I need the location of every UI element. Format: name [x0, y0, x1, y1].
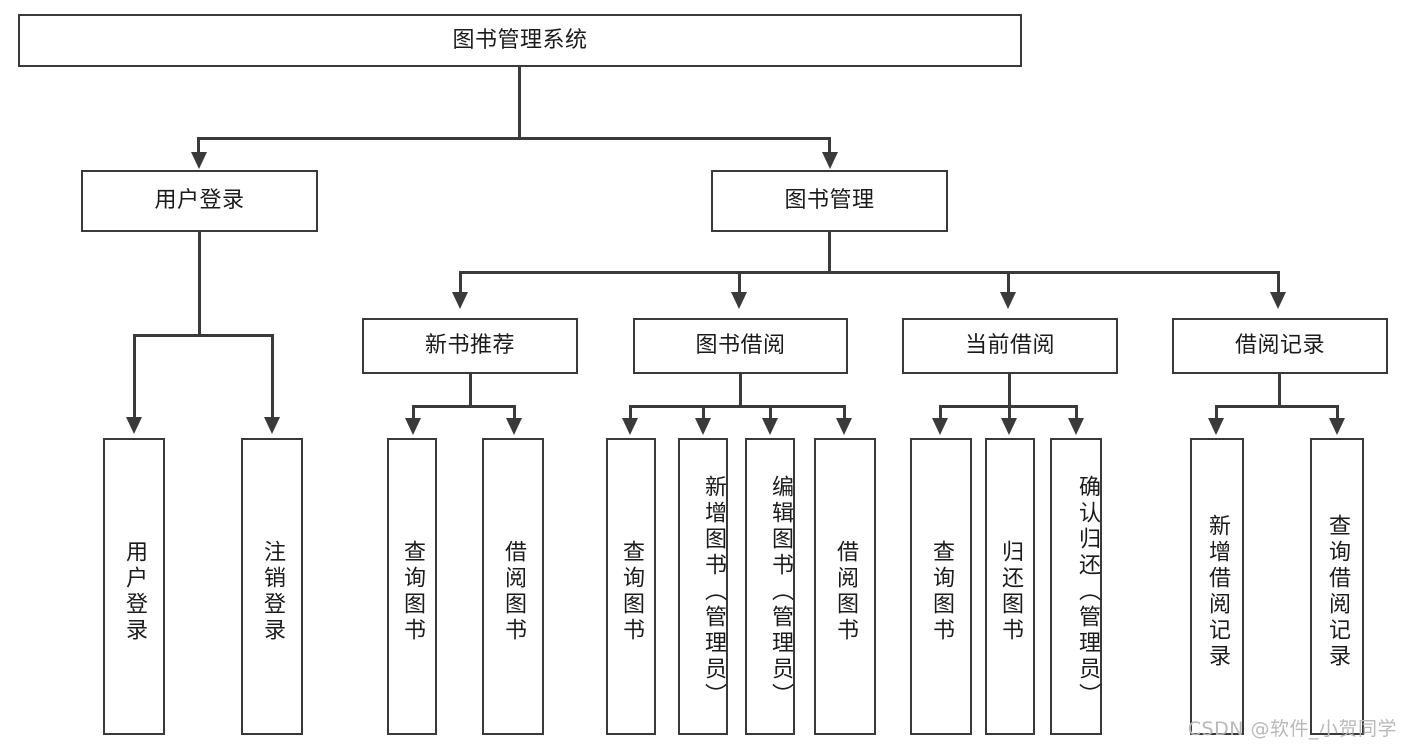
node-book-borrow[interactable]: 图书借阅	[633, 318, 848, 374]
node-leaf-borrow-book-2[interactable]: 借阅图书	[814, 438, 876, 735]
connector-br-to-leaf1	[1215, 405, 1218, 421]
connector-cb-to-leaf2	[1008, 405, 1011, 421]
arrowhead-leaf-add-record	[1208, 418, 1224, 435]
node-leaf-query-book-2[interactable]: 查询图书	[606, 438, 656, 735]
node-book-borrow-label: 图书借阅	[695, 333, 786, 359]
arrowhead-leaf-query-book-2	[622, 418, 638, 435]
node-leaf-add-record-label: 新增借阅记录	[1204, 513, 1230, 670]
node-leaf-return-book[interactable]: 归还图书	[985, 438, 1035, 735]
node-leaf-edit-book[interactable]: 编辑图书（管理员）	[745, 438, 795, 735]
arrowhead-leaf-query-book-3	[932, 418, 948, 435]
connector-nb-to-leaf1	[412, 405, 415, 421]
arrowhead-leaf-borrow-book-1	[506, 418, 522, 435]
connector-book-borrow-bus	[629, 405, 845, 408]
node-leaf-query-record[interactable]: 查询借阅记录	[1310, 438, 1364, 735]
node-root[interactable]: 图书管理系统	[18, 14, 1022, 67]
node-current-borrow-label: 当前借阅	[964, 333, 1055, 359]
node-leaf-user-login-label: 用户登录	[121, 539, 147, 644]
arrowhead-user-login	[191, 152, 207, 169]
connector-user-login-bus	[133, 334, 273, 337]
arrowhead-leaf-edit-book	[762, 418, 778, 435]
connector-current-borrow-stem	[1008, 374, 1011, 408]
watermark-text: CSDN @软件_小贺同学	[1187, 718, 1397, 740]
arrowhead-book-manage	[822, 152, 838, 169]
node-leaf-user-logout[interactable]: 注销登录	[241, 438, 303, 735]
connector-borrow-record-stem	[1278, 374, 1281, 408]
arrowhead-new-book-rec	[452, 292, 468, 309]
arrowhead-leaf-query-record	[1329, 418, 1345, 435]
node-leaf-borrow-book-1[interactable]: 借阅图书	[482, 438, 544, 735]
node-leaf-add-record[interactable]: 新增借阅记录	[1190, 438, 1244, 735]
arrowhead-borrow-record	[1270, 292, 1286, 309]
connector-book-manage-stem	[828, 232, 831, 274]
node-leaf-query-book-3[interactable]: 查询图书	[910, 438, 972, 735]
node-leaf-edit-book-label: 编辑图书（管理员）	[768, 474, 793, 709]
connector-cb-to-leaf3	[1075, 405, 1078, 421]
node-leaf-query-book-2-label: 查询图书	[618, 539, 644, 644]
node-root-label: 图书管理系统	[452, 27, 588, 53]
node-leaf-query-book-3-label: 查询图书	[928, 539, 954, 644]
arrowhead-current-borrow	[1000, 292, 1016, 309]
connector-book-borrow-stem	[739, 374, 742, 408]
node-user-login[interactable]: 用户登录	[81, 170, 318, 232]
connector-cb-to-leaf1	[939, 405, 942, 421]
node-leaf-borrow-book-1-label: 借阅图书	[500, 539, 526, 644]
connector-user-login-stem	[198, 232, 201, 337]
node-user-login-label: 用户登录	[154, 188, 245, 214]
connector-bb-to-leaf1	[629, 405, 632, 421]
connector-bm-to-current-borrow	[1007, 271, 1010, 295]
connector-user-login-to-leaf1	[133, 334, 136, 420]
arrowhead-leaf-user-login	[126, 417, 142, 434]
node-new-book-rec-label: 新书推荐	[424, 333, 515, 359]
connector-bm-to-new-book	[459, 271, 462, 295]
arrowhead-leaf-add-book	[695, 418, 711, 435]
connector-root-stem	[518, 67, 521, 139]
arrowhead-leaf-confirm-return	[1068, 418, 1084, 435]
connector-bb-to-leaf4	[843, 405, 846, 421]
node-book-manage[interactable]: 图书管理	[711, 170, 948, 232]
node-new-book-rec[interactable]: 新书推荐	[362, 318, 578, 374]
arrowhead-book-borrow	[731, 292, 747, 309]
connector-user-login-to-leaf2	[271, 334, 274, 420]
node-leaf-query-book-1-label: 查询图书	[399, 539, 425, 644]
node-leaf-query-book-1[interactable]: 查询图书	[387, 438, 437, 735]
connector-book-manage-bus	[459, 271, 1279, 274]
node-leaf-user-logout-label: 注销登录	[259, 539, 285, 644]
connector-new-book-bus	[412, 405, 516, 408]
connector-borrow-record-bus	[1215, 405, 1339, 408]
connector-nb-to-leaf2	[513, 405, 516, 421]
node-leaf-borrow-book-2-label: 借阅图书	[832, 539, 858, 644]
node-leaf-query-record-label: 查询借阅记录	[1324, 513, 1350, 670]
connector-root-bus	[197, 137, 831, 140]
node-leaf-confirm-return-label: 确认归还（管理员）	[1075, 474, 1100, 709]
node-leaf-return-book-label: 归还图书	[997, 539, 1023, 644]
arrowhead-leaf-user-logout	[264, 417, 280, 434]
connector-br-to-leaf2	[1336, 405, 1339, 421]
arrowhead-leaf-return-book	[1001, 418, 1017, 435]
node-leaf-add-book-label: 新增图书（管理员）	[701, 474, 726, 709]
arrowhead-leaf-query-book-1	[405, 418, 421, 435]
node-book-manage-label: 图书管理	[784, 188, 875, 214]
node-leaf-user-login[interactable]: 用户登录	[103, 438, 165, 735]
connector-bb-to-leaf3	[769, 405, 772, 421]
connector-bm-to-book-borrow	[738, 271, 741, 295]
node-borrow-record-label: 借阅记录	[1234, 333, 1325, 359]
node-leaf-add-book[interactable]: 新增图书（管理员）	[678, 438, 728, 735]
connector-root-to-book-manage	[828, 137, 831, 157]
node-borrow-record[interactable]: 借阅记录	[1172, 318, 1388, 374]
connector-bb-to-leaf2	[702, 405, 705, 421]
node-current-borrow[interactable]: 当前借阅	[902, 318, 1118, 374]
arrowhead-leaf-borrow-book-2	[836, 418, 852, 435]
connector-root-to-user-login	[197, 137, 200, 157]
node-leaf-confirm-return[interactable]: 确认归还（管理员）	[1050, 438, 1102, 735]
connector-new-book-stem	[469, 374, 472, 408]
connector-bm-to-borrow-record	[1277, 271, 1280, 295]
